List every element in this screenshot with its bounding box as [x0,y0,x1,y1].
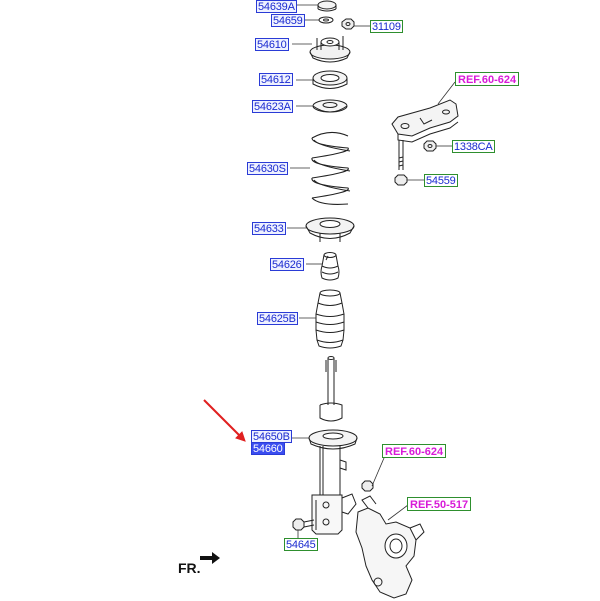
red-pointer-arrow [203,399,246,442]
bearing-part [312,70,348,89]
strut-assembly-part [308,429,358,535]
part-label-54612[interactable]: 54612 [259,73,293,86]
top-nut-part [317,0,337,12]
part-label-54610[interactable]: 54610 [255,38,289,51]
part-label-54659[interactable]: 54659 [271,14,305,27]
part-label-54633[interactable]: 54633 [252,222,286,235]
part-label-54630S[interactable]: 54630S [247,162,288,175]
lower-spring-seat-part [305,217,355,242]
ref-label-knuckle[interactable]: REF.50-517 [407,497,472,511]
washer-part [318,16,334,24]
part-label-54660[interactable]: 54660 [251,442,285,455]
nut-31109-part [341,18,355,30]
upper-bracket-part [391,99,459,143]
bump-stop-part [320,252,340,281]
strut-mount-part [309,36,351,63]
front-direction-label: FR. [178,560,201,576]
flange-nut-part [423,140,437,152]
spring-pad-part [312,99,348,113]
part-label-1338CA[interactable]: 1338CA [452,140,495,153]
dust-boot-part [315,289,345,349]
front-direction-arrow-icon [200,552,220,564]
part-label-54559[interactable]: 54559 [424,174,458,187]
steering-knuckle-part [355,495,425,599]
strut-rod-part [319,356,343,422]
bolt-54559-part [394,140,408,186]
leader-lines [287,4,456,538]
part-label-54639A[interactable]: 54639A [256,0,297,13]
part-label-54645[interactable]: 54645 [284,538,318,551]
bolt-54645-part [292,518,315,531]
part-label-54626[interactable]: 54626 [270,258,304,271]
part-label-54623A[interactable]: 54623A [252,100,293,113]
ref-label-mid[interactable]: REF.60-624 [382,444,447,458]
ref-label-upper-bracket[interactable]: REF.60-624 [455,72,520,86]
coil-spring-part [311,131,351,205]
part-label-54625B[interactable]: 54625B [257,312,298,325]
part-label-31109[interactable]: 31109 [370,20,403,33]
part-label-54650B[interactable]: 54650B [251,430,292,443]
knuckle-nut-part [361,480,374,492]
